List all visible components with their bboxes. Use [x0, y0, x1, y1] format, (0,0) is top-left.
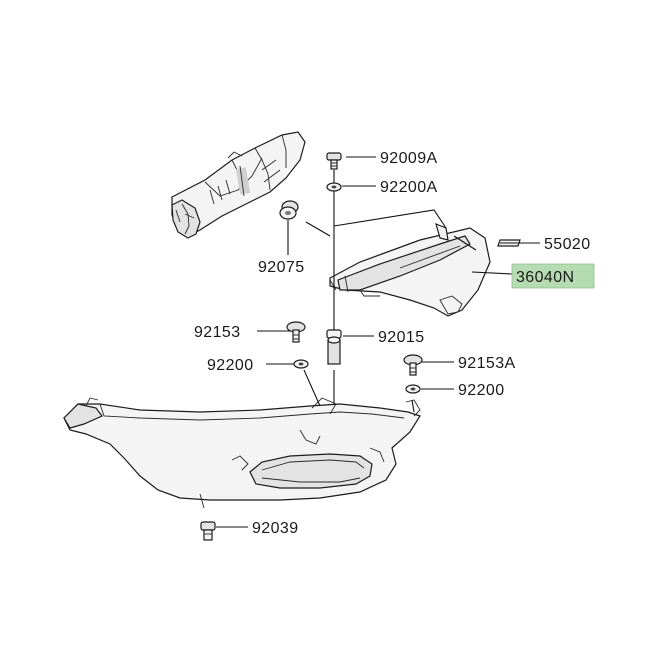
label-92153a[interactable]: 92153A: [458, 355, 516, 372]
highlight-box-36040n: [511, 263, 595, 289]
assembly-guides: [303, 170, 477, 413]
bolt-92153-shape: [286, 321, 306, 343]
rivet-92039-shape: [200, 521, 216, 541]
label-92153[interactable]: 92153: [194, 324, 241, 341]
label-55020[interactable]: 55020: [544, 236, 591, 253]
label-92039[interactable]: 92039: [252, 520, 299, 537]
tail-light-assembly: [171, 131, 306, 239]
washer-92200-left-shape: [293, 359, 309, 369]
leader-lines: [216, 156, 540, 528]
label-92200-left[interactable]: 92200: [207, 357, 254, 374]
label-92200a[interactable]: 92200A: [380, 179, 438, 196]
nut-92015-shape: [326, 329, 342, 365]
part-labels: 92009A 92200A 55020 36040N 92075 92153 9…: [194, 150, 591, 537]
side-cover-36040n-shape: [329, 222, 491, 317]
label-92200-right[interactable]: 92200: [458, 382, 505, 399]
bolt-92153a-shape: [403, 354, 423, 376]
label-92075[interactable]: 92075: [258, 259, 305, 276]
label-36040n[interactable]: 36040N: [516, 269, 574, 286]
label-92015[interactable]: 92015: [378, 329, 425, 346]
label-92009a[interactable]: 92009A: [380, 150, 438, 167]
washer-92200-right-shape: [405, 384, 421, 394]
lower-side-cover-shape: [63, 397, 421, 509]
screw-92009a-shape: [326, 152, 342, 170]
grommet-92075-shape: [279, 200, 299, 220]
washer-92200a-shape: [326, 182, 342, 192]
